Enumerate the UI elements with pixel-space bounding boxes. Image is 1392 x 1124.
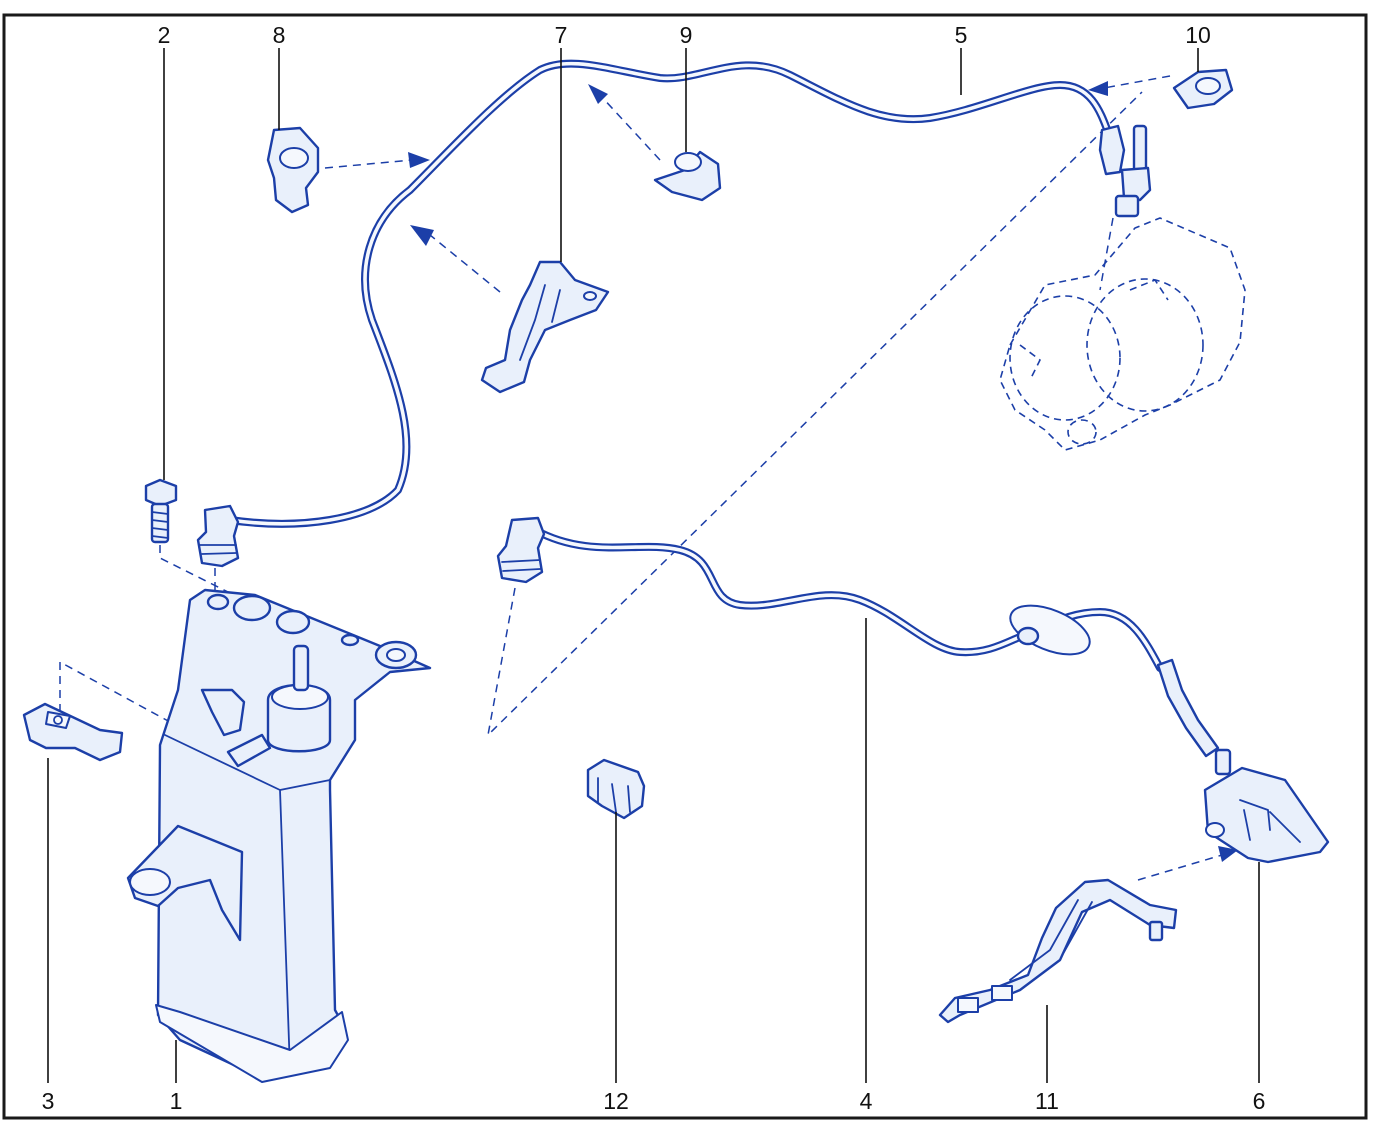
canister-port-c <box>275 609 311 635</box>
guide-line-hose4-to-hose5 <box>486 91 1143 738</box>
clip-8-body <box>266 126 320 214</box>
arrowhead-clip7 <box>410 225 434 246</box>
hose-4-sensor-end <box>1156 658 1220 758</box>
guide-line-clip9 <box>599 94 661 161</box>
callout-5: 5 <box>955 22 968 48</box>
throttle-detail-lines <box>1019 279 1169 381</box>
bracket-11-stud <box>1148 920 1164 942</box>
canister-port-b <box>232 594 272 622</box>
throttle-body-outline <box>999 217 1246 451</box>
hose-clip-8 <box>266 126 320 214</box>
callout-1: 1 <box>170 1088 183 1114</box>
canister-strap <box>126 824 244 942</box>
bolt-head <box>144 478 178 508</box>
fitting-base <box>1120 166 1152 202</box>
throttle-body-ghost <box>999 217 1246 451</box>
bracket-7-hole <box>583 291 597 301</box>
hose-4-connector-ribs <box>501 559 541 572</box>
purge-solenoid-valve <box>1203 748 1330 864</box>
callout-9: 9 <box>680 22 693 48</box>
callout-7: 7 <box>555 22 568 48</box>
canister-base-flange <box>155 1004 349 1083</box>
valve-6-inlet-stub <box>1214 748 1232 776</box>
throttle-bore-right <box>1086 278 1204 412</box>
hose-4-connector <box>496 516 546 584</box>
clip-8-ring <box>279 147 309 169</box>
arrowhead-bracket11 <box>1218 846 1238 862</box>
guide-line-clip10 <box>1103 75 1171 89</box>
callout-10: 10 <box>1185 22 1211 48</box>
fitting-nut <box>1114 194 1140 218</box>
callout-2: 2 <box>158 22 171 48</box>
bracket-11-pad-b <box>991 985 1013 1001</box>
canister-port-a <box>206 593 230 611</box>
callout-12: 12 <box>603 1088 629 1114</box>
bracket-3-hole <box>53 715 63 725</box>
hose-4-grommet-hub <box>1016 626 1040 646</box>
guide-line-bracket11-to-valve <box>1137 854 1223 881</box>
canister-strap-hole <box>129 868 171 896</box>
guide-line-valve-to-throttle <box>1099 217 1114 291</box>
bolt-threads <box>151 511 169 539</box>
callout-leaders <box>47 48 1260 1083</box>
throttle-purge-fitting <box>1114 124 1152 218</box>
guide-line-bracket-to-canister <box>59 660 171 723</box>
purge-hose-lower <box>496 516 1220 758</box>
clip-12-ribs <box>597 777 631 813</box>
valve-6-details <box>1239 799 1301 843</box>
canister-elbow-nipple <box>226 733 272 768</box>
bolt <box>144 478 178 544</box>
hose-5-throttle-connector <box>1098 124 1126 176</box>
hose-5-connector-ribs <box>199 544 237 555</box>
callout-numbers: 2 8 7 9 5 10 3 1 12 4 11 6 <box>42 22 1266 1114</box>
bracket-11-ribs <box>1009 899 1093 981</box>
guide-line-clip7 <box>429 234 501 293</box>
callout-6: 6 <box>1253 1088 1266 1114</box>
canister-front-edge <box>164 734 331 1071</box>
valve-6-port <box>1205 822 1225 838</box>
bracket-11-pad-a <box>957 997 979 1013</box>
callout-11: 11 <box>1035 1088 1059 1114</box>
callout-3: 3 <box>42 1088 55 1114</box>
clip-bracket <box>480 260 610 394</box>
throttle-port <box>1067 419 1097 445</box>
arrowhead-clip8 <box>408 152 430 168</box>
hose-5-path-highlight <box>228 61 1110 526</box>
hose-5-canister-connector <box>196 504 240 568</box>
throttle-bore-left <box>1009 295 1121 421</box>
callout-8: 8 <box>273 22 286 48</box>
callout-4: 4 <box>860 1088 873 1114</box>
guide-line-clip8 <box>324 159 413 169</box>
arrowhead-clip10 <box>1088 81 1108 96</box>
bracket-small <box>22 702 124 762</box>
canister-side-connector <box>200 688 246 737</box>
hose-clip-9 <box>653 150 722 202</box>
valve-mounting-bracket <box>938 878 1178 1024</box>
clip-10-ring <box>1195 77 1221 95</box>
bracket-3-tab <box>45 711 71 729</box>
hose-clip-10 <box>1172 68 1234 110</box>
bracket-7-ribs <box>519 284 561 361</box>
evap-canister <box>126 588 432 1083</box>
purge-hose-upper <box>196 59 1126 568</box>
hose-4-path-highlight <box>533 528 1162 670</box>
canister-mount-hole <box>386 648 406 662</box>
clip-9-ring <box>674 152 702 172</box>
hose-clip-12 <box>586 758 646 820</box>
assembly-guide-lines <box>59 75 1238 881</box>
canister-valve-stem <box>292 644 310 692</box>
arrowhead-clip9 <box>588 84 608 104</box>
canister-port-d <box>340 633 360 647</box>
bracket-7-body <box>480 260 610 394</box>
